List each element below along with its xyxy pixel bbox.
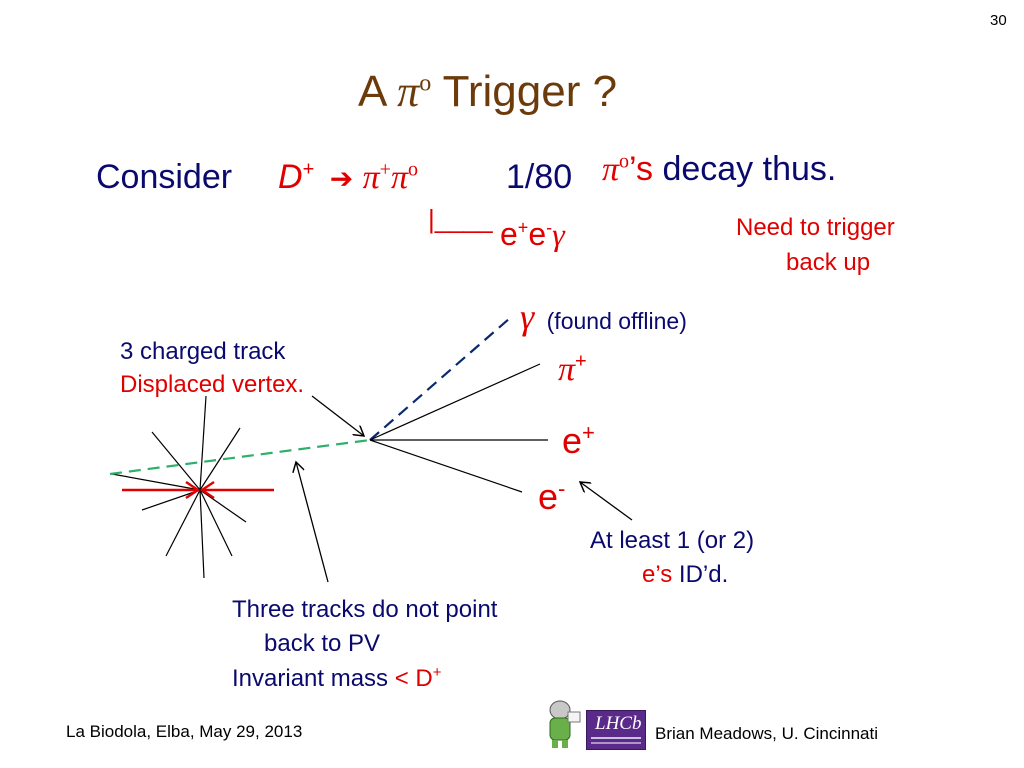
gamma-label: γ (found offline) bbox=[520, 296, 687, 338]
less-than-d-text: < D bbox=[394, 665, 433, 692]
branch-e1: e bbox=[500, 216, 518, 252]
primary-vertex-tracks bbox=[111, 395, 247, 579]
pi-zero-charge: o bbox=[408, 158, 418, 181]
branch-gamma: γ bbox=[552, 216, 565, 252]
page-title: A πo Trigger ? bbox=[358, 66, 617, 117]
pi-zero-symbol: π bbox=[390, 159, 408, 196]
mascot-icon bbox=[549, 700, 581, 748]
e-minus-label-charge: - bbox=[558, 476, 566, 501]
title-pi-symbol: π bbox=[397, 67, 420, 116]
lhcb-logo: LHCb bbox=[586, 710, 646, 750]
pi-plus-symbol: π bbox=[362, 159, 380, 196]
d-meson: D bbox=[278, 158, 303, 196]
tracks-pointer-arrow bbox=[296, 462, 329, 583]
displaced-vertex-line2: Displaced vertex. bbox=[120, 371, 305, 398]
pi-zero-decay-phrase: πo’s decay thus. bbox=[602, 150, 836, 189]
e-plus-label-charge: + bbox=[582, 420, 595, 445]
apostrophe-s: ’s bbox=[629, 150, 653, 188]
pi-plus-label-charge: + bbox=[575, 350, 587, 373]
footer-right: Brian Meadows, U. Cincinnati bbox=[655, 724, 878, 743]
d-meson-charge: + bbox=[302, 158, 315, 181]
gamma-track bbox=[369, 317, 511, 441]
less-than-d-charge: + bbox=[432, 664, 442, 681]
footer-left: La Biodola, Elba, May 29, 2013 bbox=[66, 722, 303, 741]
gamma-symbol: γ bbox=[520, 297, 535, 337]
pi-zero-charge-2: o bbox=[619, 150, 630, 173]
three-tracks-line1: Three tracks do not point bbox=[232, 596, 498, 623]
three-tracks-line2: back to PV bbox=[264, 630, 381, 657]
branch-e2: e bbox=[528, 216, 547, 252]
e-minus-label: e- bbox=[538, 476, 565, 518]
d-flight-path bbox=[109, 438, 371, 476]
branch-e2-charge: - bbox=[546, 217, 553, 238]
pi-plus-label-symbol: π bbox=[558, 351, 576, 388]
title-prefix: A bbox=[358, 67, 398, 116]
lhcb-logo-text: LHCb bbox=[595, 713, 642, 734]
decay-branch-bracket: |____ bbox=[428, 204, 493, 234]
found-offline-text: (found offline) bbox=[546, 308, 687, 334]
at-least-line2: e’s ID’d. bbox=[642, 561, 728, 589]
page-number: 30 bbox=[990, 12, 1007, 29]
need-trigger-line1: Need to trigger bbox=[736, 214, 895, 241]
displaced-vertex-tracks bbox=[369, 363, 548, 493]
invariant-mass-text: Invariant mass bbox=[232, 665, 395, 692]
pi-plus-label: π+ bbox=[558, 350, 587, 389]
pi-plus-charge: + bbox=[379, 158, 391, 181]
charged-track-line1: 3 charged track bbox=[120, 338, 286, 365]
title-suffix: Trigger ? bbox=[431, 67, 618, 116]
title-pi-superscript: o bbox=[419, 70, 432, 97]
e-minus-label-symbol: e bbox=[538, 476, 559, 517]
electron-pointer-arrow bbox=[580, 482, 633, 521]
decay-arrow: ➔ bbox=[329, 163, 354, 194]
vertex-pointer-arrow bbox=[311, 395, 364, 436]
idd-text: ID’d. bbox=[672, 561, 729, 588]
decay-branch-products: e+e-γ bbox=[500, 216, 565, 253]
fraction-text: 1/80 bbox=[506, 158, 573, 196]
need-trigger-line2: back up bbox=[786, 249, 871, 276]
e-plus-label-symbol: e bbox=[562, 420, 583, 461]
pi-zero-symbol-2: π bbox=[602, 151, 620, 188]
beam-arrows bbox=[122, 481, 274, 499]
decay-thus-text: decay thus. bbox=[653, 150, 837, 188]
electrons-text: e’s bbox=[642, 561, 673, 588]
decay-equation: D+ ➔ π+πo bbox=[278, 158, 418, 197]
consider-word: Consider bbox=[96, 158, 233, 196]
three-tracks-line3: Invariant mass < D+ bbox=[232, 664, 442, 693]
branch-e1-charge: + bbox=[517, 217, 529, 238]
at-least-line1: At least 1 (or 2) bbox=[590, 527, 755, 554]
e-plus-label: e+ bbox=[562, 420, 595, 462]
